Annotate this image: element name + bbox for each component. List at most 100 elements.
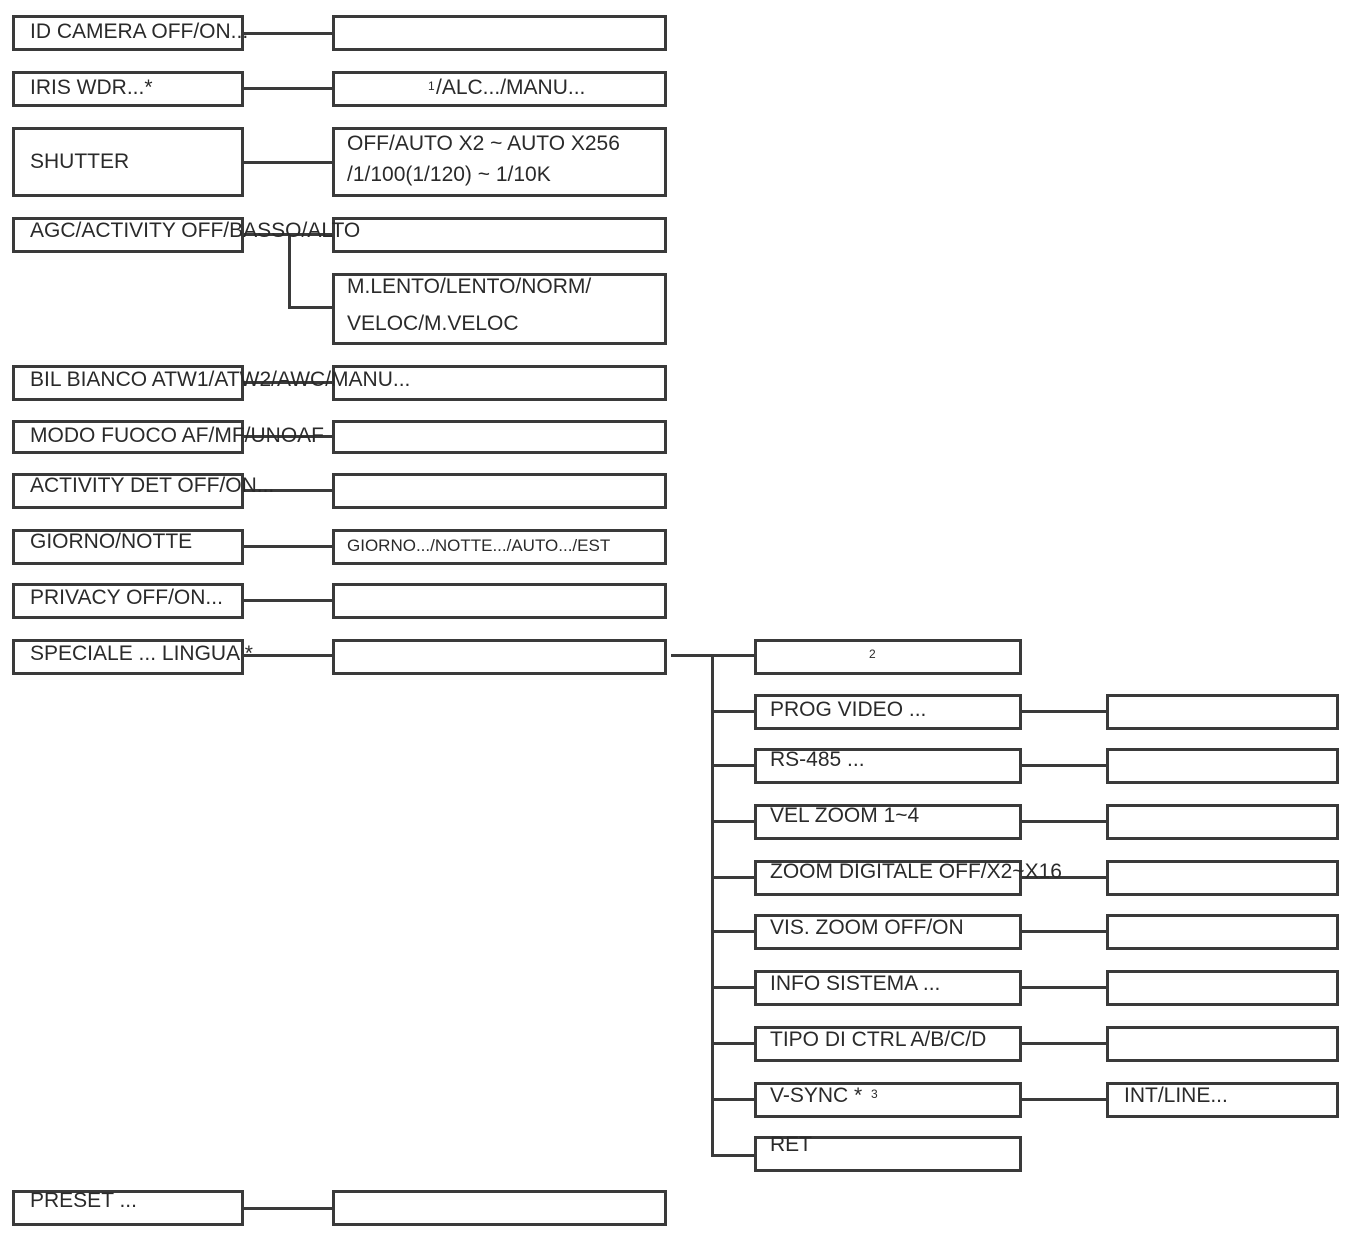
- option-box-agc: [332, 217, 667, 253]
- option-box-preset: [332, 1190, 667, 1226]
- menu-box-preset: [12, 1190, 244, 1226]
- connector-privacy: [242, 599, 334, 602]
- speciale-top-superscript: 2: [869, 647, 876, 661]
- sub-option-box-vel-zoom: [1106, 804, 1339, 840]
- connector-prog-video-right: [1019, 710, 1108, 713]
- menu-label-giorno-notte: GIORNO/NOTTE: [30, 530, 193, 553]
- menu-box-activity-det: [12, 473, 244, 509]
- speciale-box-vsync: [754, 1082, 1022, 1118]
- connector-vsync-right: [1019, 1098, 1108, 1101]
- option-label-agc-line2: VELOC/M.VELOC: [347, 312, 519, 335]
- sub-option-box-prog-video: [1106, 694, 1339, 730]
- connector-vel-zoom-right: [1019, 820, 1108, 823]
- connector-tipo-ctrl-right: [1019, 1042, 1108, 1045]
- connector-shutter: [242, 161, 334, 164]
- connector-speciale-out: [671, 654, 757, 657]
- connector-bil-bianco: [242, 381, 334, 384]
- branch-info-sistema: [711, 986, 757, 989]
- speciale-box-vel-zoom: [754, 804, 1022, 840]
- sub-option-box-zoom-digitale: [1106, 860, 1339, 896]
- menu-label-privacy: PRIVACY OFF/ON...: [30, 586, 223, 609]
- option-box-privacy: [332, 583, 667, 619]
- option-iris-superscript: 1: [428, 79, 435, 93]
- branch-vsync: [711, 1098, 757, 1101]
- sub-option-box-info-sistema: [1106, 970, 1339, 1006]
- option-box-agc-speed: [332, 273, 667, 345]
- branch-rs485: [711, 764, 757, 767]
- option-label-shutter-line1: OFF/AUTO X2 ~ AUTO X256: [347, 132, 620, 155]
- connector-vis-zoom-right: [1019, 930, 1108, 933]
- option-box-activity-det: [332, 473, 667, 509]
- connector-speciale: [242, 654, 334, 657]
- speciale-label-tipo-ctrl: TIPO DI CTRL A/B/C/D: [770, 1028, 987, 1051]
- connector-giorno-notte: [242, 545, 334, 548]
- branch-vel-zoom: [711, 820, 757, 823]
- connector-info-sistema-right: [1019, 986, 1108, 989]
- menu-box-id-camera: [12, 15, 244, 51]
- branch-vis-zoom: [711, 930, 757, 933]
- speciale-label-vsync: V-SYNC *: [770, 1084, 863, 1107]
- connector-activity-det: [242, 489, 334, 492]
- option-box-iris: [332, 71, 667, 107]
- option-box-shutter: [332, 127, 667, 197]
- branch-ret: [711, 1154, 757, 1157]
- sub-option-box-tipo-ctrl: [1106, 1026, 1339, 1062]
- connector-speciale-trunk: [711, 654, 714, 1157]
- option-label-iris: /ALC.../MANU...: [436, 76, 586, 99]
- option-label-agc-line1: M.LENTO/LENTO/NORM/: [347, 275, 592, 298]
- option-label-giorno-notte: GIORNO.../NOTTE.../AUTO.../EST: [347, 536, 611, 555]
- branch-zoom-digitale: [711, 876, 757, 879]
- menu-label-activity-det: ACTIVITY DET OFF/ON...: [30, 474, 275, 497]
- menu-label-agc: AGC/ACTIVITY OFF/BASSO/ALTO: [30, 219, 361, 242]
- option-box-speciale: [332, 639, 667, 675]
- speciale-label-ret: RET: [770, 1133, 812, 1156]
- sub-option-box-vsync: [1106, 1082, 1339, 1118]
- speciale-label-vel-zoom: VEL ZOOM 1~4: [770, 804, 920, 827]
- branch-prog-video: [711, 710, 757, 713]
- connector-agc-sub: [288, 306, 334, 309]
- sub-option-box-rs485: [1106, 748, 1339, 784]
- speciale-label-info-sistema: INFO SISTEMA ...: [770, 972, 941, 995]
- menu-box-giorno-notte: [12, 529, 244, 565]
- speciale-box-rs485: [754, 748, 1022, 784]
- menu-box-iris: [12, 71, 244, 107]
- speciale-box-vis-zoom: [754, 914, 1022, 950]
- speciale-box-info-sistema: [754, 970, 1022, 1006]
- speciale-label-vsync-option: INT/LINE...: [1124, 1084, 1228, 1107]
- option-box-modo-fuoco: [332, 420, 667, 454]
- menu-label-modo-fuoco: MODO FUOCO AF/MF/UNOAF: [30, 424, 324, 447]
- menu-label-bil-bianco: BIL BIANCO ATW1/ATW2/AWC/MANU...: [30, 368, 411, 391]
- menu-box-modo-fuoco: [12, 420, 244, 454]
- speciale-box-zoom-digitale: [754, 860, 1022, 896]
- speciale-vsync-superscript: 3: [871, 1087, 878, 1101]
- branch-tipo-ctrl: [711, 1042, 757, 1045]
- menu-label-iris: IRIS WDR...*: [30, 76, 153, 99]
- option-box-bil-bianco: [332, 365, 667, 401]
- option-label-shutter-line2: /1/100(1/120) ~ 1/10K: [347, 163, 551, 186]
- speciale-label-zoom-digitale: ZOOM DIGITALE OFF/X2~X16: [770, 860, 1062, 883]
- connector-rs485-right: [1019, 764, 1108, 767]
- speciale-box-prog-video: [754, 694, 1022, 730]
- speciale-label-prog-video: PROG VIDEO ...: [770, 698, 927, 721]
- menu-label-id-camera: ID CAMERA OFF/ON...: [30, 20, 249, 43]
- menu-box-privacy: [12, 583, 244, 619]
- menu-label-preset: PRESET ...: [30, 1189, 137, 1212]
- speciale-label-vis-zoom: VIS. ZOOM OFF/ON: [770, 916, 964, 939]
- menu-label-speciale: SPECIALE ... LINGUA *: [30, 642, 253, 665]
- option-box-id-camera: [332, 15, 667, 51]
- connector-preset: [242, 1207, 334, 1210]
- option-box-giorno-notte: [332, 529, 667, 565]
- connector-modo-fuoco: [242, 435, 334, 438]
- sub-option-box-vis-zoom: [1106, 914, 1339, 950]
- menu-box-shutter: [12, 127, 244, 197]
- connector-agc-vertical: [288, 233, 291, 309]
- speciale-box-ret: [754, 1136, 1022, 1172]
- menu-box-bil-bianco: [12, 365, 244, 401]
- connector-iris: [242, 87, 334, 90]
- speciale-box-tipo-ctrl: [754, 1026, 1022, 1062]
- menu-box-speciale: [12, 639, 244, 675]
- connector-zoom-digitale-right: [1019, 876, 1108, 879]
- connector-id-camera: [242, 32, 334, 35]
- speciale-box-top: [754, 639, 1022, 675]
